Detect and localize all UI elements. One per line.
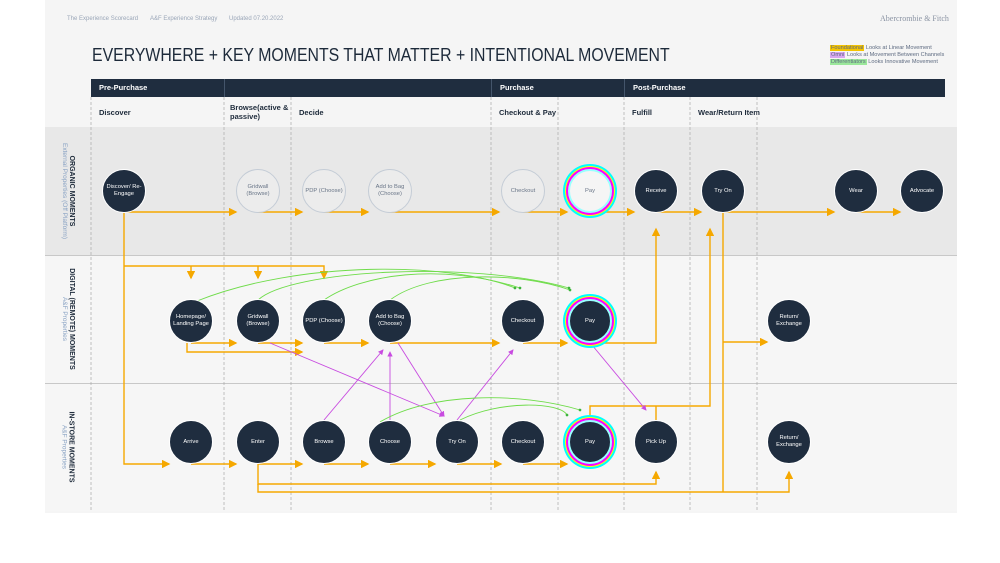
differentiator-arrow [257,271,571,301]
node-o-wear[interactable]: Wear [834,169,878,213]
foundational-arrow [589,227,715,420]
node-label: Pick Up [646,438,666,445]
node-label: Arrive [183,438,199,445]
node-s-tryon[interactable]: Try On [435,420,479,464]
node-o-receive[interactable]: Receive [634,169,678,213]
node-label: Try On [448,438,466,445]
foundational-arrow [257,470,794,493]
node-label: Homepage/ Landing Page [173,314,209,327]
node-o-tryon[interactable]: Try On [701,169,745,213]
node-label: Choose [380,438,400,445]
node-o-pay[interactable]: Pay [568,169,612,213]
node-label: Add to Bag (Choose) [375,184,405,197]
node-s-arrive[interactable]: Arrive [169,420,213,464]
node-label: Discover/ Re-Engage [106,184,142,197]
node-label: Checkout [510,317,536,324]
phase-blank [224,79,491,97]
nav-scorecard[interactable]: The Experience Scorecard [67,16,139,22]
foundational-arrow [123,212,171,469]
omni-arrow [323,349,384,421]
node-label: Enter [251,438,265,445]
node-o-gridwall[interactable]: Gridwall (Browse) [236,169,280,213]
differentiator-arrow [389,276,572,301]
node-s-return[interactable]: Return/ Exchange [767,420,811,464]
brand-logo: Abercrombie & Fitch [880,14,949,23]
omni-arrow [397,342,445,417]
legend-text: Looks at Linear Movement [865,45,932,51]
node-d-checkout[interactable]: Checkout [501,299,545,343]
node-s-pay[interactable]: Pay [568,420,612,464]
stage-checkout-pay: Checkout & Pay [499,107,557,117]
node-s-pickup[interactable]: Pick Up [634,420,678,464]
stage-wear-return: Wear/Return Item [698,107,760,117]
node-label: Wear [849,187,863,194]
phase-pre-purchase: Pre-Purchase [91,79,224,97]
node-s-enter[interactable]: Enter [236,420,280,464]
legend: Foundational Looks at Linear Movement Om… [830,45,944,66]
node-label: Return/ Exchange [776,435,802,448]
stage-discover: Discover [99,107,131,117]
node-o-addtobag[interactable]: Add to Bag (Choose) [368,169,412,213]
node-s-browse[interactable]: Browse [302,420,346,464]
phase-purchase: Purchase [491,79,624,97]
node-o-checkout[interactable]: Checkout [501,169,545,213]
node-label: Try On [714,187,732,194]
foundational-arrow [257,464,661,485]
node-d-gridwall[interactable]: Gridwall (Browse) [236,299,280,343]
stage-decide: Decide [299,107,324,117]
omni-arrow [591,344,647,411]
differentiator-arrow [323,273,522,301]
stage-fulfill: Fulfill [632,107,652,117]
node-label: PDP (Choose) [305,187,343,194]
node-o-pdp[interactable]: PDP (Choose) [302,169,346,213]
node-d-addtobag[interactable]: Add to Bag (Choose) [368,299,412,343]
node-label: Gridwall (Browse) [246,314,270,327]
node-o-discover[interactable]: Discover/ Re-Engage [102,169,146,213]
legend-tag: Differentiators [830,59,867,65]
legend-omni: Omni Looks at Movement Between Channels [830,52,944,59]
differentiator-arrow [459,404,569,421]
node-d-homepage[interactable]: Homepage/ Landing Page [169,299,213,343]
node-label: Pay [585,317,595,324]
node-label: Return/ Exchange [776,314,802,327]
node-label: Pay [585,438,595,445]
node-s-checkout[interactable]: Checkout [501,420,545,464]
node-label: Browse [314,438,334,445]
nav-updated: Updated 07.20.2022 [229,16,284,22]
node-d-return[interactable]: Return/ Exchange [767,299,811,343]
stage-browse: Browse(active & passive) [230,103,289,121]
omni-arrow [269,342,445,417]
foundational-arrow [186,343,304,357]
node-label: Checkout [510,187,536,194]
nav-strategy[interactable]: A&F Experience Strategy [150,16,218,22]
node-label: Advocate [909,187,935,194]
legend-tag: Omni [830,52,846,58]
legend-text: Looks at Movement Between Channels [846,52,945,58]
legend-text: Looks Innovative Movement [868,59,938,65]
node-label: Gridwall (Browse) [246,184,270,197]
legend-differentiators: Differentiators Looks Innovative Movemen… [830,59,944,66]
omni-arrow [456,349,514,421]
node-d-pdp[interactable]: PDP (Choose) [302,299,346,343]
node-label: PDP (Choose) [305,317,343,324]
node-label: Checkout [510,438,536,445]
phase-post-purchase: Post-Purchase [624,79,945,97]
node-s-choose[interactable]: Choose [368,420,412,464]
legend-foundational: Foundational Looks at Linear Movement [830,45,944,52]
node-o-advocate[interactable]: Advocate [900,169,944,213]
node-d-pay[interactable]: Pay [568,299,612,343]
node-label: Add to Bag (Choose) [375,314,405,327]
differentiator-arrow [379,397,582,423]
node-label: Pay [585,187,595,194]
legend-tag: Foundational [830,45,865,51]
page-title: EVERYWHERE + KEY MOMENTS THAT MATTER + I… [92,45,670,65]
node-label: Receive [645,187,667,194]
foundational-arrow [590,227,661,344]
